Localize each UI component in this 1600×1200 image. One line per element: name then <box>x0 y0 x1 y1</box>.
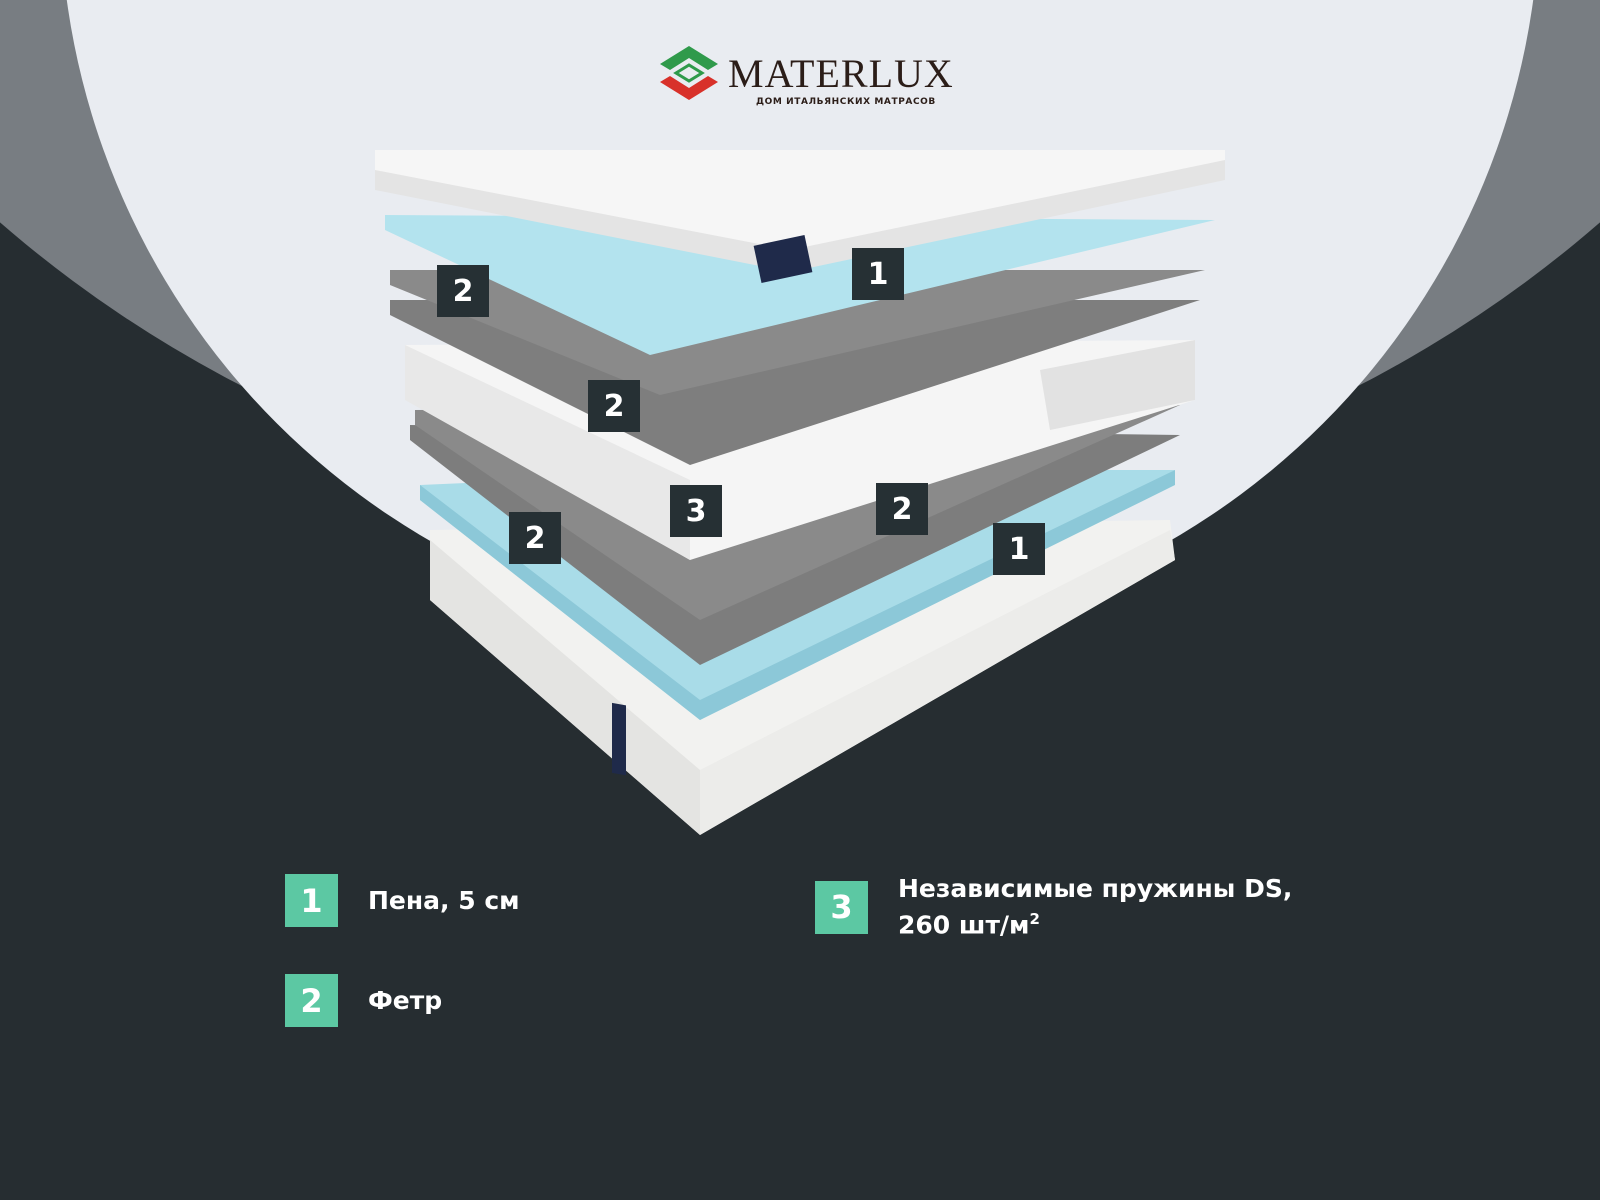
callout-foam-top: 1 <box>852 248 904 300</box>
callout-felt-top-left: 2 <box>437 265 489 317</box>
mattress-illustration <box>375 150 1225 835</box>
callout-foam-bottom: 1 <box>993 523 1045 575</box>
brand-logo: MATERLUX ДОМ ИТАЛЬЯНСКИХ МАТРАСОВ <box>658 44 958 114</box>
legend-item-foam: 1 Пена, 5 см <box>285 874 520 927</box>
callout-felt-top-center: 2 <box>588 380 640 432</box>
callout-springs: 3 <box>670 485 722 537</box>
callout-felt-bottom-left: 2 <box>509 512 561 564</box>
legend-label-line1: Независимые пружины DS, <box>898 874 1293 903</box>
brand-tagline: ДОМ ИТАЛЬЯНСКИХ МАТРАСОВ <box>756 97 936 107</box>
legend-label: Фетр <box>368 985 443 1015</box>
legend-label-unit: 260 шт/м <box>898 910 1030 940</box>
callout-felt-bottom-right: 2 <box>876 483 928 535</box>
legend-label: Пена, 5 см <box>368 885 520 915</box>
legend-item-springs: 3 Независимые пружины DS, 260 шт/м2 <box>815 874 1292 940</box>
legend-label-line2: 260 шт/м2 <box>898 904 1292 940</box>
logo-mark-icon <box>660 46 718 100</box>
legend-label: Независимые пружины DS, 260 шт/м2 <box>898 874 1292 940</box>
legend-number: 2 <box>285 974 338 1027</box>
brand-name: MATERLUX <box>728 51 954 96</box>
legend-label-superscript: 2 <box>1029 910 1040 928</box>
legend-number: 3 <box>815 880 868 934</box>
legend-item-felt: 2 Фетр <box>285 974 442 1027</box>
legend-number: 1 <box>285 874 338 927</box>
